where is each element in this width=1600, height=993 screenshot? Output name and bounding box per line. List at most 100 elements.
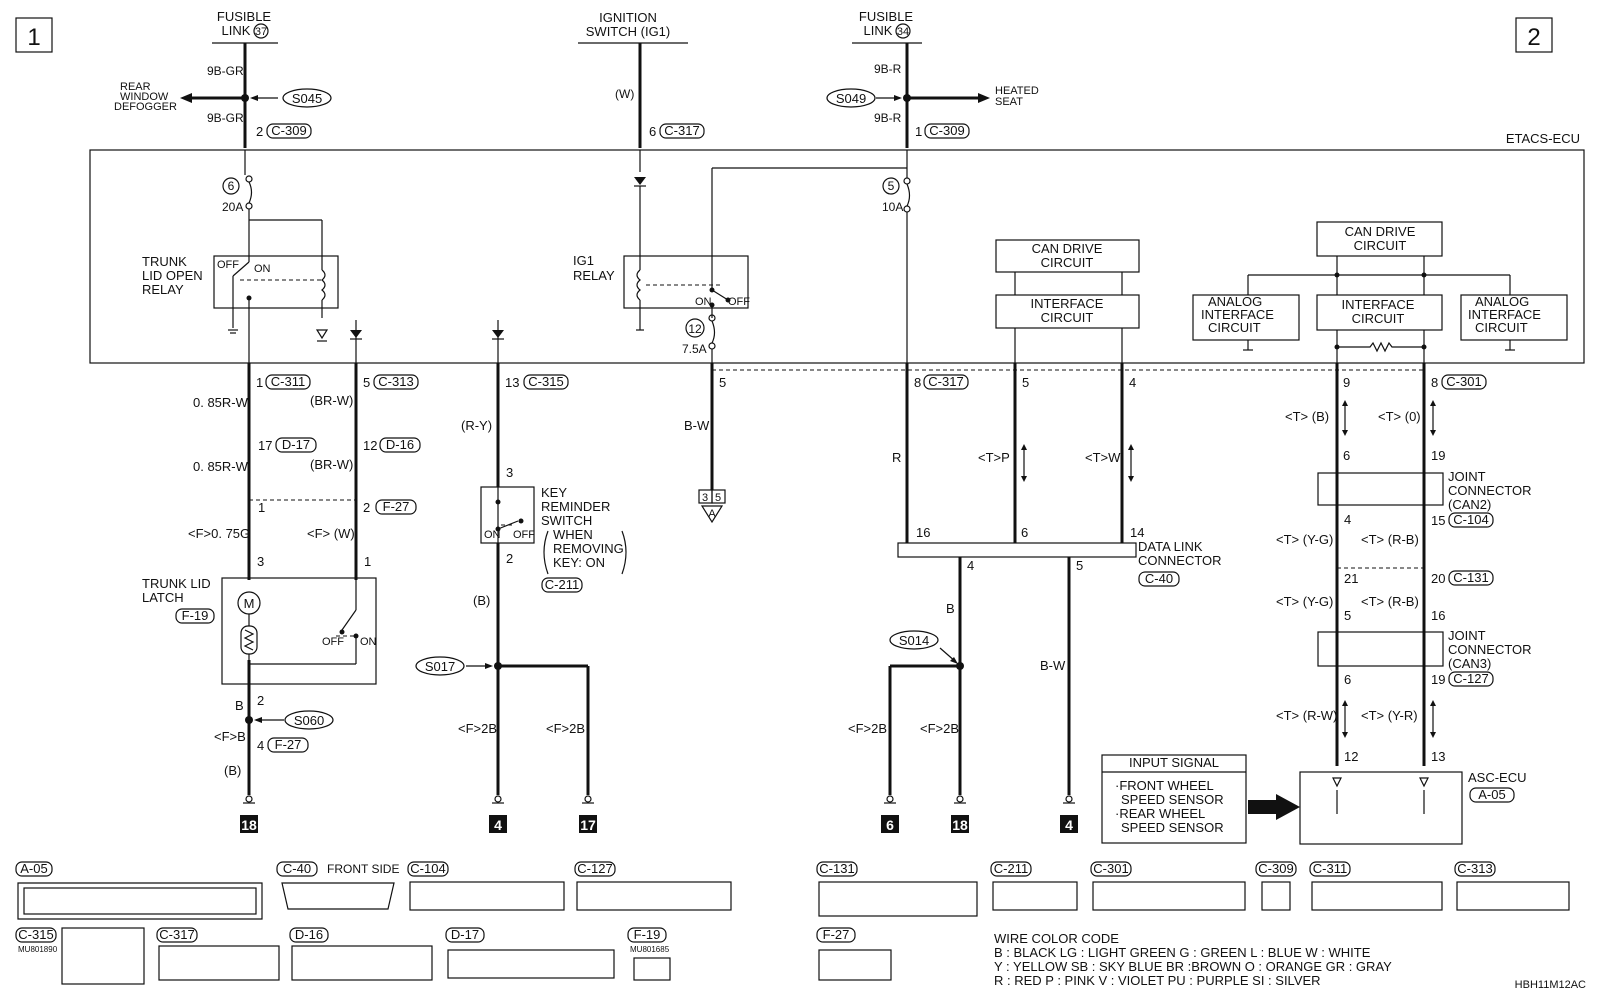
svg-text:S060: S060: [294, 713, 324, 728]
pin-label: 21: [1344, 571, 1358, 586]
connector-c309-pin1: 1 C-309: [915, 123, 970, 139]
page-marker-right: 2: [1515, 17, 1553, 53]
svg-text:5: 5: [888, 179, 895, 193]
splice-s060: S060: [284, 710, 334, 730]
svg-text:F-27: F-27: [275, 737, 302, 752]
wire-label: <T> (R-B): [1361, 532, 1419, 547]
svg-text:3: 3: [702, 492, 708, 504]
svg-text:F-27: F-27: [823, 927, 850, 942]
top-wiring: [180, 43, 990, 148]
ecu-internal-wiring: [213, 150, 1515, 363]
wire-label: (R-Y): [461, 418, 492, 433]
connector-view-c311: C-311: [1309, 861, 1443, 911]
connector-c311: 1 C-311: [256, 374, 311, 390]
svg-text:C-315: C-315: [18, 927, 53, 942]
svg-text:A: A: [708, 508, 716, 520]
svg-text:C-104: C-104: [1453, 512, 1488, 527]
ground-4-right: 4: [1060, 795, 1078, 833]
svg-text:6: 6: [649, 124, 656, 139]
wire-label: <F>B: [214, 729, 246, 744]
svg-text:LATCH: LATCH: [142, 590, 184, 605]
svg-text:CAN DRIVE: CAN DRIVE: [1032, 241, 1103, 256]
svg-text:12: 12: [363, 438, 377, 453]
wire-label: <T> (Y-R): [1361, 708, 1418, 723]
svg-text:C-301: C-301: [1446, 374, 1481, 389]
wire-label: B: [235, 698, 244, 713]
svg-text:12: 12: [688, 322, 702, 336]
svg-text:17: 17: [258, 438, 272, 453]
svg-text:14: 14: [1130, 525, 1144, 540]
wire-label: <F>2B: [920, 721, 959, 736]
svg-text:WIRE COLOR CODE: WIRE COLOR CODE: [994, 931, 1119, 946]
svg-text:1: 1: [27, 24, 40, 51]
svg-text:4: 4: [494, 817, 502, 833]
trunk-lid-open-relay-label: TRUNK LID OPEN RELAY OFF ON: [142, 254, 271, 297]
pin-label: 2: [257, 693, 264, 708]
svg-text:SWITCH (IG1): SWITCH (IG1): [586, 24, 671, 39]
connector-view-d16: D-16: [289, 927, 433, 981]
svg-text:C-301: C-301: [1093, 861, 1128, 876]
svg-text:CIRCUIT: CIRCUIT: [1041, 255, 1094, 270]
svg-text:FUSIBLE: FUSIBLE: [859, 9, 914, 24]
svg-text:(CAN2): (CAN2): [1448, 497, 1491, 512]
svg-text:RELAY: RELAY: [142, 282, 184, 297]
svg-text:C-309: C-309: [1258, 861, 1293, 876]
connector-c301: 8 C-301: [1431, 374, 1487, 390]
svg-text:TRUNK LID: TRUNK LID: [142, 576, 211, 591]
can-drive-circuit-2: CAN DRIVE CIRCUIT: [1316, 221, 1443, 257]
connector-view-f27: F-27: [816, 927, 892, 981]
svg-text:S049: S049: [836, 91, 866, 106]
input-signal-box: INPUT SIGNAL ·FRONT WHEEL SPEED SENSOR ·…: [1101, 754, 1247, 844]
ground-18-left: 18: [240, 795, 258, 833]
svg-text:C-313: C-313: [378, 374, 413, 389]
svg-text:SWITCH: SWITCH: [541, 513, 592, 528]
wire-label: <T> (R-B): [1361, 594, 1419, 609]
svg-text:D-17: D-17: [451, 927, 479, 942]
svg-text:HEATED: HEATED: [995, 85, 1039, 97]
asc-ecu: ASC-ECU A-05: [1299, 770, 1527, 845]
svg-text:8: 8: [914, 375, 921, 390]
connector-view-c104: C-104: [407, 861, 565, 911]
pin-label: 12: [1344, 749, 1358, 764]
connector-view-c315: C-315 MU801890: [15, 927, 145, 985]
svg-text:C-317: C-317: [664, 123, 699, 138]
wire-label: (W): [615, 87, 634, 101]
svg-text:D-16: D-16: [386, 437, 414, 452]
pin-label: 3: [506, 465, 513, 480]
wire-label: 9B-R: [874, 62, 902, 76]
svg-text:(CAN3): (CAN3): [1448, 656, 1491, 671]
pin-label: 16: [1431, 608, 1445, 623]
svg-text:CONNECTOR: CONNECTOR: [1448, 483, 1532, 498]
svg-text:7.5A: 7.5A: [682, 342, 707, 356]
svg-text:5: 5: [363, 375, 370, 390]
connector-c313: 5 C-313: [363, 374, 419, 390]
svg-text:C-309: C-309: [929, 123, 964, 138]
joint-connector-can2: JOINT CONNECTOR (CAN2): [1317, 469, 1532, 512]
pin-label: 5: [1344, 608, 1351, 623]
can-arrow-icon: [1342, 700, 1436, 738]
pin-label: 6: [1344, 672, 1351, 687]
pin-label: 2: [506, 551, 513, 566]
svg-text:INTERFACE: INTERFACE: [1342, 297, 1415, 312]
svg-text:INTERFACE: INTERFACE: [1031, 296, 1104, 311]
svg-text:LINK: LINK: [222, 23, 251, 38]
svg-text:17: 17: [580, 817, 596, 833]
svg-text:REAR: REAR: [120, 81, 151, 93]
svg-text:R : RED P : PINK V : VIO: R : RED P : PINK V : VIOLET PU : PURPLE …: [994, 973, 1321, 988]
connector-view-c127: C-127: [574, 861, 732, 911]
pin-label: 4: [1129, 375, 1136, 390]
ground-6: 6: [881, 795, 899, 833]
wire-label: (B): [224, 763, 241, 778]
svg-text:C-131: C-131: [819, 861, 854, 876]
fuse-12: 12 7.5A: [682, 318, 707, 356]
svg-text:C-309: C-309: [271, 123, 306, 138]
svg-text:C-311: C-311: [1313, 861, 1347, 876]
wire-label: <F>2B: [546, 721, 585, 736]
analog-interface-circuit-2: ANALOG INTERFACE CIRCUIT: [1460, 294, 1568, 341]
svg-text:ETACS-ECU: ETACS-ECU: [1506, 131, 1580, 146]
svg-text:INTERFACE: INTERFACE: [1468, 307, 1541, 322]
pin-label: 6: [1343, 448, 1350, 463]
svg-text:13: 13: [505, 375, 519, 390]
page-marker-left: 1: [15, 17, 53, 53]
svg-text:S045: S045: [292, 91, 322, 106]
